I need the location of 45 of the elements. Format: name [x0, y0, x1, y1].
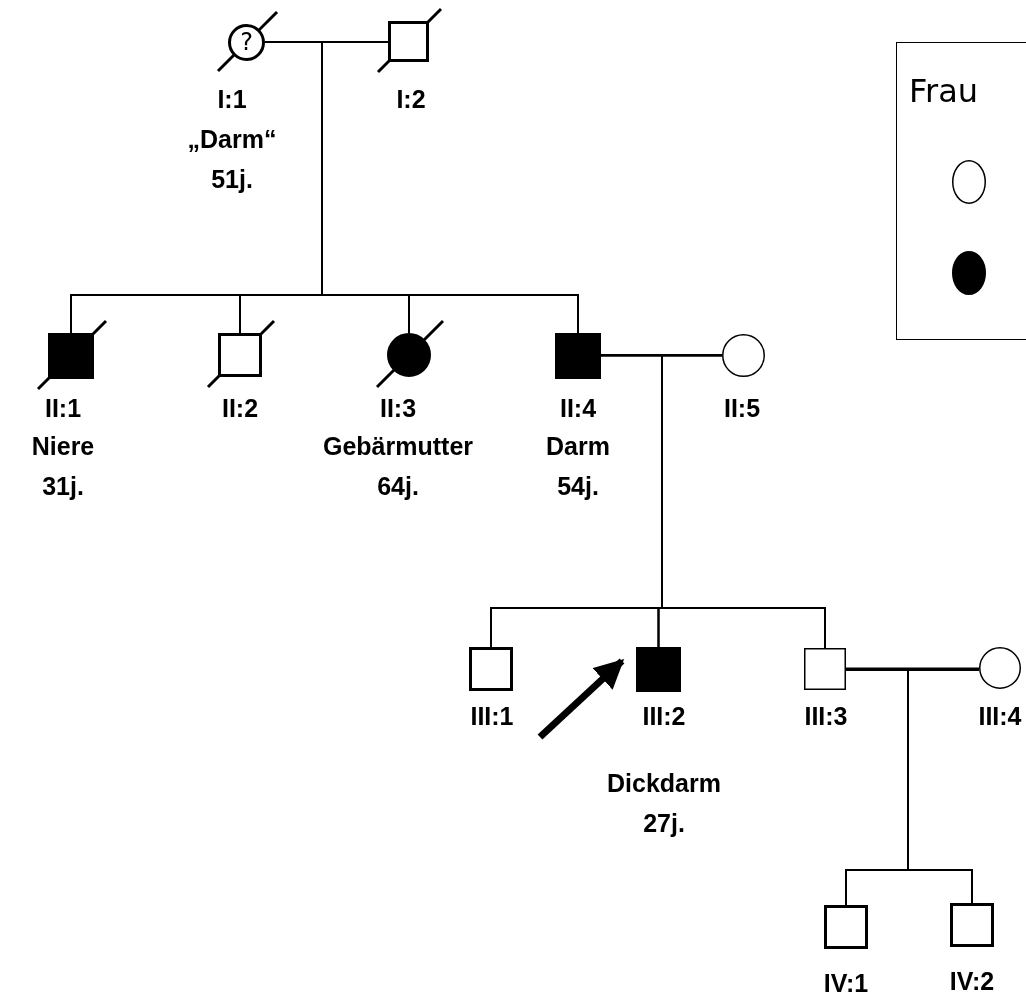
legend-circle: [952, 251, 986, 295]
individual-id: III:2: [642, 703, 686, 729]
individual-id: IV:2: [949, 968, 995, 994]
mating-line: [845, 667, 980, 670]
legend-circle: [952, 160, 986, 204]
individual-id: II:2: [221, 395, 259, 421]
individual-id: II:4: [559, 395, 597, 421]
female-circle: [722, 334, 765, 377]
affected-male-square: [636, 647, 681, 692]
female-circle: [228, 24, 265, 61]
individual-id: IV:1: [823, 970, 869, 996]
individual-id: II:1: [44, 395, 82, 421]
affected-male-square: [555, 333, 601, 379]
proband-arrow: [537, 658, 625, 740]
legend-box: [896, 42, 1026, 340]
question-mark: ?: [239, 30, 254, 54]
individual-id: III:3: [804, 703, 848, 729]
individual-id: III:1: [470, 703, 514, 729]
affected-female-circle: [387, 333, 431, 377]
diagnosis-label: „Darm“: [187, 126, 277, 152]
age-label: 27j.: [643, 810, 685, 836]
diagnosis-label: Gebärmutter: [323, 433, 473, 459]
diagnosis-label: Niere: [31, 433, 95, 459]
male-square: [469, 647, 513, 691]
individual-id: I:1: [217, 86, 247, 112]
male-square: [824, 905, 868, 949]
male-square: [950, 903, 994, 947]
individual-id: I:2: [396, 86, 426, 112]
age-label: 31j.: [42, 473, 84, 499]
individual-id: II:5: [723, 395, 761, 421]
legend-title: Frau: [909, 73, 979, 109]
male-square: [218, 333, 262, 377]
age-label: 51j.: [211, 166, 253, 192]
female-circle: [979, 647, 1021, 689]
male-square: [804, 648, 846, 690]
individual-id: III:4: [978, 703, 1022, 729]
male-square: [388, 21, 429, 62]
descent-line: [907, 669, 980, 904]
age-label: 64j.: [377, 473, 419, 499]
mating-line: [600, 354, 723, 357]
individual-id: II:3: [379, 395, 417, 421]
affected-male-square: [48, 333, 94, 379]
diagnosis-label: Darm: [546, 433, 610, 459]
diagnosis-label: Dickdarm: [607, 770, 721, 796]
age-label: 54j.: [557, 473, 599, 499]
